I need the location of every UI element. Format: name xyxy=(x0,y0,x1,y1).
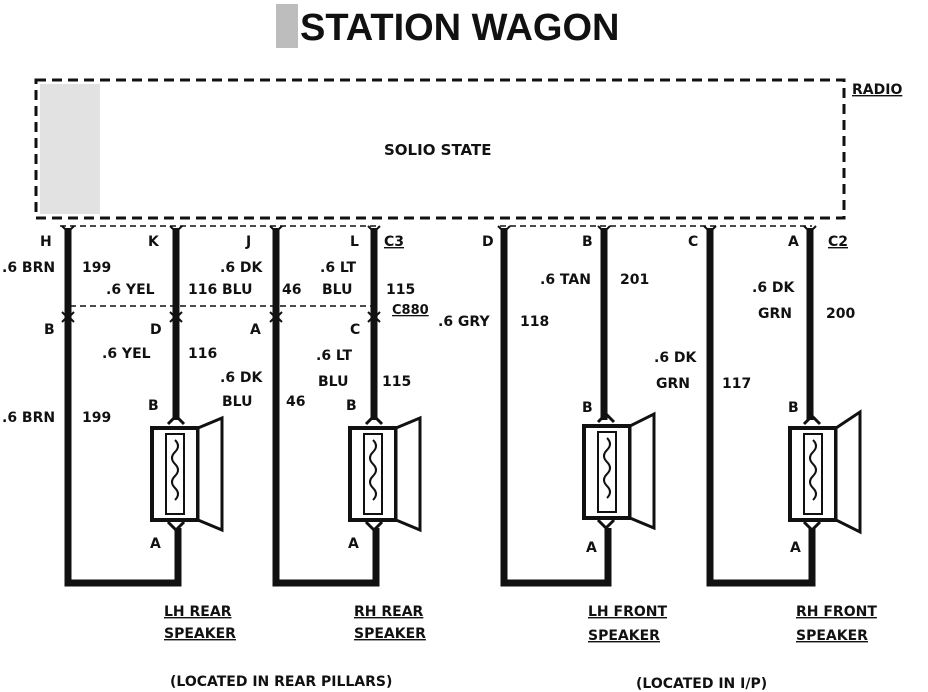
wire-46-circuit-top: 46 xyxy=(282,282,301,298)
connector-c2-label: C2 xyxy=(828,234,848,250)
inline-pin-a: A xyxy=(250,322,261,338)
front-location-note: (LOCATED IN I/P) xyxy=(636,676,767,692)
radio-box xyxy=(34,78,846,220)
wire-116-gauge-bottom: .6 YEL xyxy=(102,346,151,362)
lh-rear-pin-a: A xyxy=(150,536,161,552)
rh-front-speaker xyxy=(788,409,862,535)
inline-pin-d: D xyxy=(150,322,162,338)
wire-46 xyxy=(272,228,380,587)
wire-116-circuit-bottom: 116 xyxy=(188,346,217,362)
pin-h: H xyxy=(40,234,52,250)
title-shading xyxy=(276,4,298,48)
rh-front-pin-a: A xyxy=(790,540,801,556)
wire-46-gauge-top-2: BLU xyxy=(222,282,252,298)
wire-201-circuit: 201 xyxy=(620,272,649,288)
wire-46-circuit-bottom: 46 xyxy=(286,394,305,410)
pin-c: C xyxy=(688,234,698,250)
lh-front-speaker xyxy=(582,411,656,531)
wire-199 xyxy=(64,228,182,587)
lh-rear-speaker xyxy=(150,413,224,533)
pin-b: B xyxy=(582,234,593,250)
pin-d: D xyxy=(482,234,494,250)
wire-200-gauge-2: GRN xyxy=(758,306,792,322)
rear-location-note: (LOCATED IN REAR PILLARS) xyxy=(170,674,392,690)
wire-199-circuit-bottom: 199 xyxy=(82,410,111,426)
wire-117-gauge-2: GRN xyxy=(656,376,690,392)
lh-front-speaker-label-1: LH FRONT xyxy=(588,604,667,620)
pin-a: A xyxy=(788,234,799,250)
wire-118 xyxy=(500,228,612,587)
rh-front-speaker-label-2: SPEAKER xyxy=(796,628,868,644)
wire-115-gauge-bottom-2: BLU xyxy=(318,374,348,390)
connector-c3-label: C3 xyxy=(384,234,404,250)
terminal-marks xyxy=(61,225,817,323)
radio-label: RADIO xyxy=(852,82,902,98)
lh-front-pin-a: A xyxy=(586,540,597,556)
wire-116-gauge-top: .6 YEL xyxy=(106,282,155,298)
rh-rear-pin-b: B xyxy=(346,398,357,414)
wire-117 xyxy=(706,228,816,587)
wire-115-circuit-bottom: 115 xyxy=(382,374,411,390)
wire-200-circuit: 200 xyxy=(826,306,855,322)
diagram-title: STATION WAGON xyxy=(300,7,619,49)
lh-rear-pin-b: B xyxy=(148,398,159,414)
rh-front-speaker-label-1: RH FRONT xyxy=(796,604,877,620)
wire-199-gauge-top: .6 BRN xyxy=(2,260,55,276)
wire-115-gauge-bottom-1: .6 LT xyxy=(316,348,353,364)
wire-115-gauge-top-2: BLU xyxy=(322,282,352,298)
connector-c880-label: C880 xyxy=(392,303,429,318)
rh-front-pin-b: B xyxy=(788,400,799,416)
wire-118-gauge: .6 GRY xyxy=(438,314,490,330)
lh-rear-speaker-label-2: SPEAKER xyxy=(164,626,236,642)
wire-118-circuit: 118 xyxy=(520,314,549,330)
rh-rear-speaker xyxy=(348,413,422,533)
pin-l: L xyxy=(350,234,359,250)
radio-state-label: SOLIO STATE xyxy=(384,141,491,159)
rh-rear-pin-a: A xyxy=(348,536,359,552)
radio-shading xyxy=(40,84,100,214)
pin-j: J xyxy=(245,234,251,250)
pin-k: K xyxy=(148,234,160,250)
wire-46-gauge-bottom-1: .6 DK xyxy=(220,370,264,386)
wire-199-gauge-bottom: .6 BRN xyxy=(2,410,55,426)
wire-199-circuit-top: 199 xyxy=(82,260,111,276)
wire-115-gauge-top-1: .6 LT xyxy=(320,260,357,276)
wire-201-gauge: .6 TAN xyxy=(540,272,591,288)
lh-front-pin-b: B xyxy=(582,400,593,416)
wire-46-gauge-bottom-2: BLU xyxy=(222,394,252,410)
wire-117-gauge-1: .6 DK xyxy=(654,350,698,366)
wire-200-gauge-1: .6 DK xyxy=(752,280,796,296)
wire-46-gauge-top-1: .6 DK xyxy=(220,260,264,276)
rh-rear-speaker-label-1: RH REAR xyxy=(354,604,424,620)
lh-front-speaker-label-2: SPEAKER xyxy=(588,628,660,644)
wire-117-circuit: 117 xyxy=(722,376,751,392)
wire-115-circuit-top: 115 xyxy=(386,282,415,298)
inline-pin-b: B xyxy=(44,322,55,338)
lh-rear-speaker-label-1: LH REAR xyxy=(164,604,232,620)
wire-116-circuit-top: 116 xyxy=(188,282,217,298)
rh-rear-speaker-label-2: SPEAKER xyxy=(354,626,426,642)
inline-pin-c: C xyxy=(350,322,360,338)
